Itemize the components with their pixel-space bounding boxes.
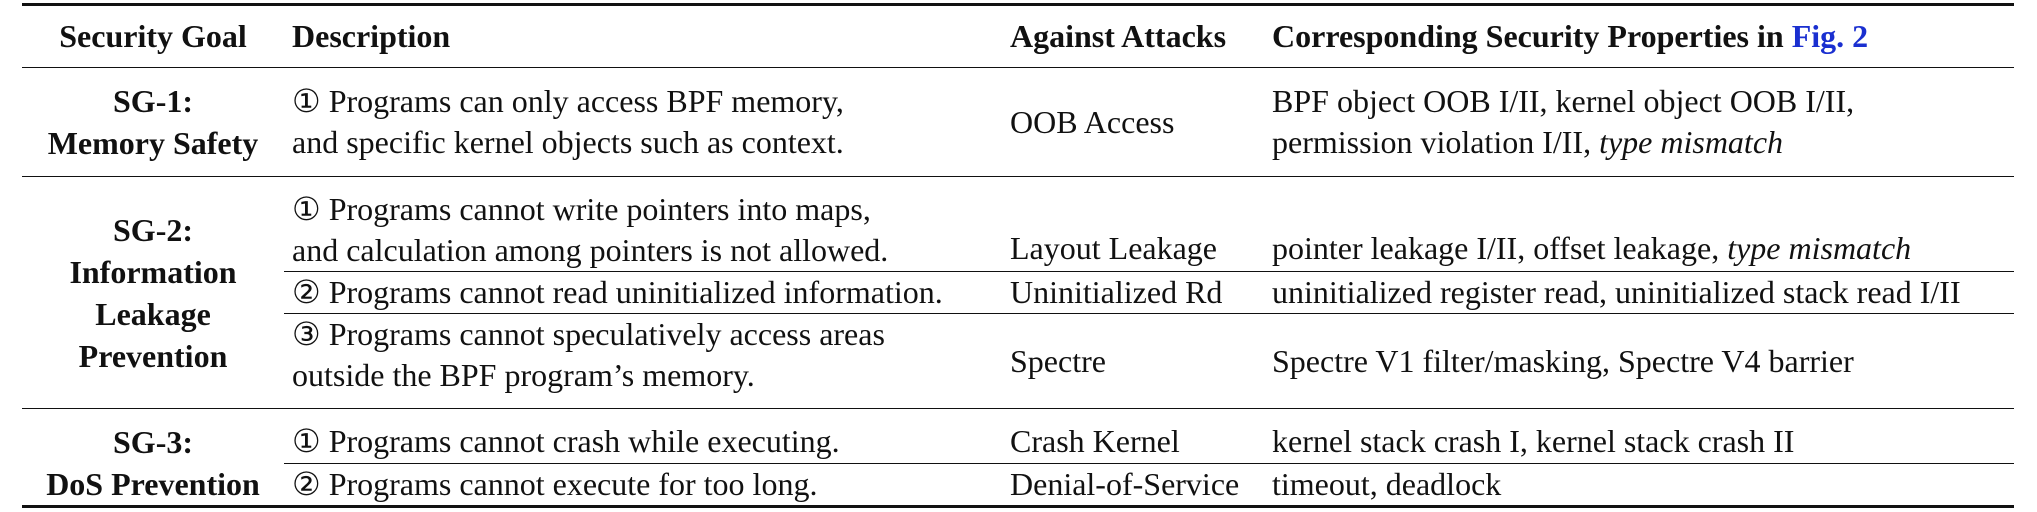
goal-name: Leakage — [95, 295, 211, 332]
security-goal-sg2: SG-2: Information Leakage Prevention — [22, 176, 284, 409]
table-row: SG-1: Memory Safety ① Programs can only … — [22, 67, 2014, 177]
description-line: outside the BPF program’s memory. — [292, 357, 755, 393]
header-description: Description — [292, 18, 451, 54]
description-cell: ① Programs cannot crash while executing. — [284, 408, 1002, 464]
attack-cell: Denial-of-Service — [1002, 463, 1264, 509]
goal-name: DoS Prevention — [46, 466, 260, 502]
properties-line: BPF object OOB I/II, kernel object OOB I… — [1272, 83, 1855, 119]
table-row: ② Programs cannot execute for too long. … — [22, 463, 2014, 509]
goal-name: Memory Safety — [47, 125, 259, 161]
properties-text: permission violation I/II, — [1272, 124, 1600, 160]
properties-line: permission violation I/II, type mismatch — [1272, 122, 2006, 163]
header-properties-text: Corresponding Security Properties in — [1272, 18, 1792, 54]
properties-cell: BPF object OOB I/II, kernel object OOB I… — [1264, 67, 2014, 177]
security-goals-table-container: Security Goal Description Against Attack… — [22, 3, 2014, 509]
description-line: ③ Programs cannot speculatively access a… — [292, 316, 885, 352]
properties-cell: timeout, deadlock — [1264, 463, 2014, 509]
table-row: ③ Programs cannot speculatively access a… — [22, 313, 2014, 409]
goal-id: SG-1: — [113, 83, 193, 119]
header-against-attacks: Against Attacks — [1010, 18, 1227, 54]
properties-text: pointer leakage I/II, offset leakage, — [1272, 230, 1728, 266]
properties-cell: uninitialized register read, uninitializ… — [1264, 271, 2014, 314]
description-line: ① Programs can only access BPF memory, — [292, 83, 844, 119]
goal-id: SG-3: — [113, 424, 193, 460]
properties-italic: type mismatch — [1727, 230, 1912, 266]
goal-name: Prevention — [78, 337, 228, 374]
attack-cell: Layout Leakage — [1002, 176, 1264, 272]
table-row: SG-3: DoS Prevention ① Programs cannot c… — [22, 408, 2014, 508]
description-cell: ① Programs can only access BPF memory, a… — [284, 67, 1002, 177]
header-security-goal: Security Goal — [59, 18, 247, 54]
properties-cell: Spectre V1 filter/masking, Spectre V4 ba… — [1264, 313, 2014, 409]
header-security-properties: Corresponding Security Properties in Fig… — [1264, 5, 2014, 68]
description-line: ① Programs cannot write pointers into ma… — [292, 191, 871, 227]
fig-2-link[interactable]: Fig. 2 — [1791, 18, 1869, 54]
attack-cell: Crash Kernel — [1002, 408, 1264, 464]
security-goal-sg1: SG-1: Memory Safety — [22, 67, 284, 177]
description-cell: ② Programs cannot read uninitialized inf… — [284, 271, 1002, 314]
properties-cell: pointer leakage I/II, offset leakage, ty… — [1264, 176, 2014, 272]
security-goals-table: Security Goal Description Against Attack… — [22, 3, 2014, 509]
table-header: Security Goal Description Against Attack… — [22, 4, 2014, 68]
attack-cell: Uninitialized Rd — [1002, 271, 1264, 314]
goal-id: SG-2: — [113, 211, 193, 248]
properties-italic: type mismatch — [1599, 124, 1784, 160]
attack-cell: OOB Access — [1002, 67, 1264, 177]
description-cell: ③ Programs cannot speculatively access a… — [284, 313, 1002, 409]
description-cell: ① Programs cannot write pointers into ma… — [284, 176, 1002, 272]
description-line: and calculation among pointers is not al… — [292, 232, 889, 268]
table-row: ② Programs cannot read uninitialized inf… — [22, 271, 2014, 314]
security-goal-sg3: SG-3: DoS Prevention — [22, 408, 284, 508]
header-row: Security Goal Description Against Attack… — [22, 4, 2014, 68]
properties-cell: kernel stack crash I, kernel stack crash… — [1264, 408, 2014, 464]
attack-cell: Spectre — [1002, 313, 1264, 409]
table-row: SG-2: Information Leakage Prevention ① P… — [22, 176, 2014, 409]
description-cell: ② Programs cannot execute for too long. — [284, 463, 1002, 509]
goal-name: Information — [69, 253, 237, 290]
description-line: and specific kernel objects such as cont… — [292, 124, 844, 160]
